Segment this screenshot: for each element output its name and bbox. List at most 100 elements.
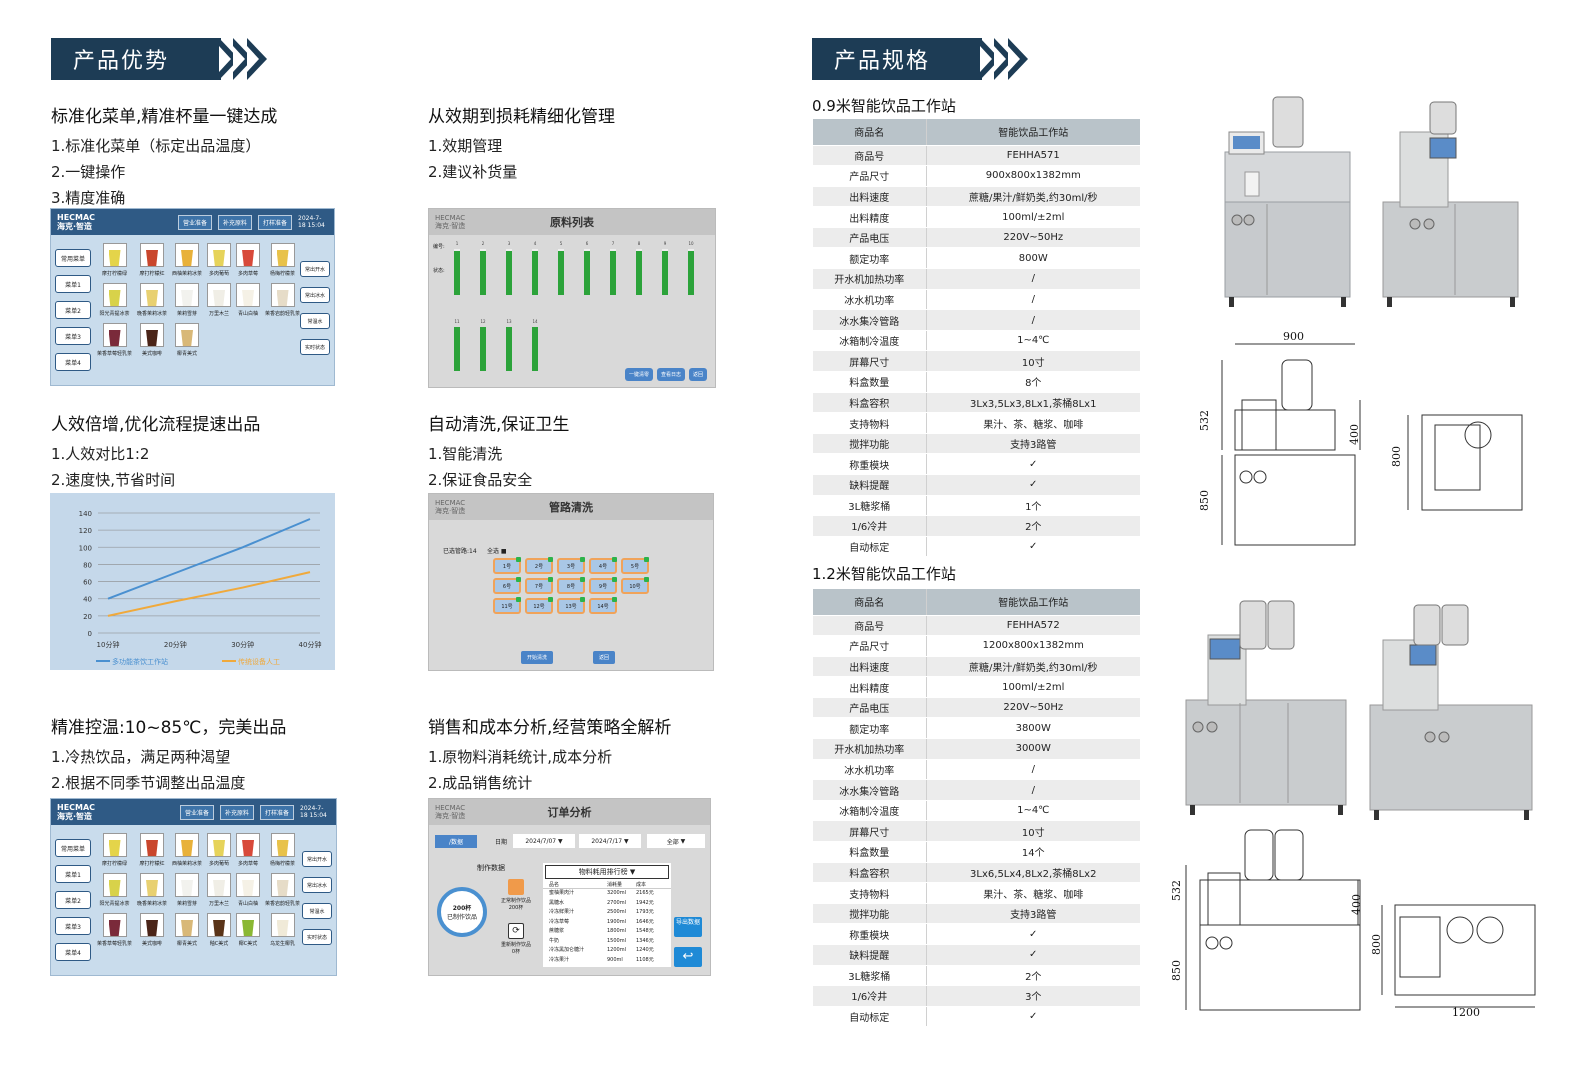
drink-item[interactable]: 青山白柚 bbox=[236, 873, 261, 909]
top-button[interactable]: 补充原料 bbox=[219, 804, 254, 820]
drink-item[interactable]: 椰青美式 bbox=[172, 913, 202, 949]
water-button[interactable]: 常出开水 bbox=[300, 261, 330, 277]
back-arrow-icon[interactable]: ↩ bbox=[674, 947, 702, 967]
spec-row: 冰水机功率/ bbox=[813, 289, 1140, 311]
product-photos-1 bbox=[1224, 96, 1519, 307]
start-clean-button[interactable]: 开始清洗 bbox=[521, 651, 554, 664]
log-button[interactable]: 查看日志 bbox=[656, 368, 685, 381]
back-button[interactable]: 返回 bbox=[593, 651, 616, 664]
back-button[interactable]: 返回 bbox=[688, 368, 707, 381]
cup-icon bbox=[270, 873, 295, 897]
date-to-select[interactable]: 2024/7/17 ▼ bbox=[579, 834, 641, 848]
top-button[interactable]: 营业准备 bbox=[179, 804, 214, 820]
drink-item[interactable]: 摩打柠檬红 bbox=[137, 243, 167, 279]
top-button[interactable]: 打样准备 bbox=[259, 804, 294, 820]
drink-item[interactable]: 西柚茉莉冰茶 bbox=[172, 243, 202, 279]
drink-item[interactable]: 乌龙生椰乳 bbox=[265, 913, 300, 949]
drink-item[interactable]: 阳光青提冰茶 bbox=[97, 283, 132, 319]
water-button[interactable]: 常温水 bbox=[302, 903, 332, 919]
drink-item[interactable]: 茉香岩韵轻乳茶 bbox=[265, 873, 300, 909]
pipe-toggle[interactable]: 14号 bbox=[589, 597, 617, 614]
drink-item[interactable]: 杨梅柠檬茶 bbox=[265, 833, 300, 869]
spec-row: 搅拌功能支持3路管 bbox=[813, 903, 1140, 925]
section-item: 1.效期管理 bbox=[428, 137, 503, 155]
drink-item[interactable]: 茉莉雪芽 bbox=[172, 283, 202, 319]
pipe-toggle[interactable]: 9号 bbox=[589, 577, 617, 594]
drink-item[interactable]: 万里木兰 bbox=[207, 873, 232, 909]
drink-item[interactable]: 美式咖啡 bbox=[137, 913, 167, 949]
pipe-toggle[interactable]: 13号 bbox=[557, 597, 585, 614]
drink-item[interactable]: 茉香草莓轻乳茶 bbox=[97, 323, 132, 359]
menu-tab[interactable]: 菜单2 bbox=[55, 891, 91, 909]
top-button[interactable]: 补充原料 bbox=[217, 214, 252, 230]
drink-item[interactable]: 多肉草莓 bbox=[236, 833, 261, 869]
drink-item[interactable]: 万里木兰 bbox=[207, 283, 232, 319]
drink-item[interactable]: 釉C美式 bbox=[207, 913, 232, 949]
clear-button[interactable]: 一键清零 bbox=[624, 368, 653, 381]
water-button[interactable]: 实时状态 bbox=[300, 339, 330, 355]
drink-item[interactable]: 椰青美式 bbox=[172, 323, 202, 359]
spec-key: 冰箱制冷温度 bbox=[813, 800, 927, 822]
menu-tab[interactable]: 菜单3 bbox=[55, 917, 91, 935]
drink-item[interactable]: 晚香茉莉冰茶 bbox=[137, 283, 167, 319]
menu-tab[interactable]: 菜单4 bbox=[55, 353, 91, 371]
section-5: 精准控温:10~85℃，完美出品 1.冷热饮品，满足两种渴望 2.根据不同季节调… bbox=[51, 713, 286, 796]
pipe-toggle[interactable]: 8号 bbox=[557, 577, 585, 594]
pipe-toggle[interactable]: 3号 bbox=[557, 557, 585, 574]
menu-tab[interactable]: 常用菜单 bbox=[55, 839, 91, 857]
drink-item[interactable]: 摩打柠檬红 bbox=[137, 833, 167, 869]
menu-tab[interactable]: 菜单3 bbox=[55, 327, 91, 345]
tab-data[interactable]: /数据 bbox=[435, 835, 477, 848]
water-button[interactable]: 常出冰水 bbox=[300, 287, 330, 303]
drink-item[interactable]: 多肉葡萄 bbox=[207, 243, 232, 279]
chevron-icon bbox=[980, 38, 1028, 80]
pipe-toggle[interactable]: 5号 bbox=[621, 557, 649, 574]
section-item: 1.冷热饮品，满足两种渴望 bbox=[51, 748, 231, 766]
pipe-toggle[interactable]: 6号 bbox=[493, 577, 521, 594]
drink-item[interactable]: 摩打柠檬绿 bbox=[97, 243, 132, 279]
menu-tab[interactable]: 菜单1 bbox=[55, 275, 91, 293]
pipe-toggle[interactable]: 2号 bbox=[525, 557, 553, 574]
spec-key: 产品电压 bbox=[813, 697, 927, 719]
drink-item[interactable]: 美式咖啡 bbox=[137, 323, 167, 359]
export-button[interactable]: 导出数据 bbox=[674, 917, 702, 937]
spec-key: 自动标定 bbox=[813, 1006, 927, 1028]
scope-select[interactable]: 全部 ▼ bbox=[647, 834, 705, 848]
drink-item[interactable]: 茉香岩韵轻乳茶 bbox=[265, 283, 300, 319]
water-button[interactable]: 实时状态 bbox=[302, 929, 332, 945]
slot-number: 7 bbox=[612, 241, 615, 246]
menu-tab[interactable]: 菜单4 bbox=[55, 943, 91, 961]
menu-tab[interactable]: 菜单2 bbox=[55, 301, 91, 319]
pipe-toggle[interactable]: 10号 bbox=[621, 577, 649, 594]
cup-icon bbox=[102, 323, 127, 347]
drink-item[interactable]: 西柚茉莉冰茶 bbox=[172, 833, 202, 869]
menu-tab[interactable]: 菜单1 bbox=[55, 865, 91, 883]
top-button[interactable]: 营业准备 bbox=[177, 214, 212, 230]
top-button[interactable]: 打样准备 bbox=[257, 214, 292, 230]
spec-key: 料盒数量 bbox=[813, 371, 927, 393]
menu-tab[interactable]: 常用菜单 bbox=[55, 249, 91, 267]
drink-item[interactable]: 阳光青提冰茶 bbox=[97, 873, 132, 909]
water-button[interactable]: 常出开水 bbox=[302, 851, 332, 867]
level-bar bbox=[506, 251, 512, 295]
pipe-toggle[interactable]: 11号 bbox=[493, 597, 521, 614]
drink-item[interactable]: 茉莉雪芽 bbox=[172, 873, 202, 909]
drink-item[interactable]: 青山白柚 bbox=[236, 283, 261, 319]
drink-item[interactable]: 茉香草莓轻乳茶 bbox=[97, 913, 132, 949]
pipe-toggle[interactable]: 12号 bbox=[525, 597, 553, 614]
spec-row: 出料速度蔗糖/果汁/鲜奶类,约30ml/秒 bbox=[813, 656, 1140, 678]
water-button[interactable]: 常温水 bbox=[300, 313, 330, 329]
spec-key: 料盒容积 bbox=[813, 392, 927, 414]
pipe-toggle[interactable]: 4号 bbox=[589, 557, 617, 574]
drink-item[interactable]: 多肉草莓 bbox=[236, 243, 261, 279]
pipe-toggle[interactable]: 1号 bbox=[493, 557, 521, 574]
drink-item[interactable]: 摩打柠檬绿 bbox=[97, 833, 132, 869]
drink-item[interactable]: 椰C美式 bbox=[236, 913, 261, 949]
date-from-select[interactable]: 2024/7/07 ▼ bbox=[513, 834, 575, 848]
pipe-toggle[interactable]: 7号 bbox=[525, 577, 553, 594]
select-all-checkbox[interactable]: 全选 ■ bbox=[487, 548, 507, 555]
drink-item[interactable]: 晚香茉莉冰茶 bbox=[137, 873, 167, 909]
drink-item[interactable]: 多肉葡萄 bbox=[207, 833, 232, 869]
drink-item[interactable]: 杨梅柠檬茶 bbox=[265, 243, 300, 279]
water-button[interactable]: 常出冰水 bbox=[302, 877, 332, 893]
